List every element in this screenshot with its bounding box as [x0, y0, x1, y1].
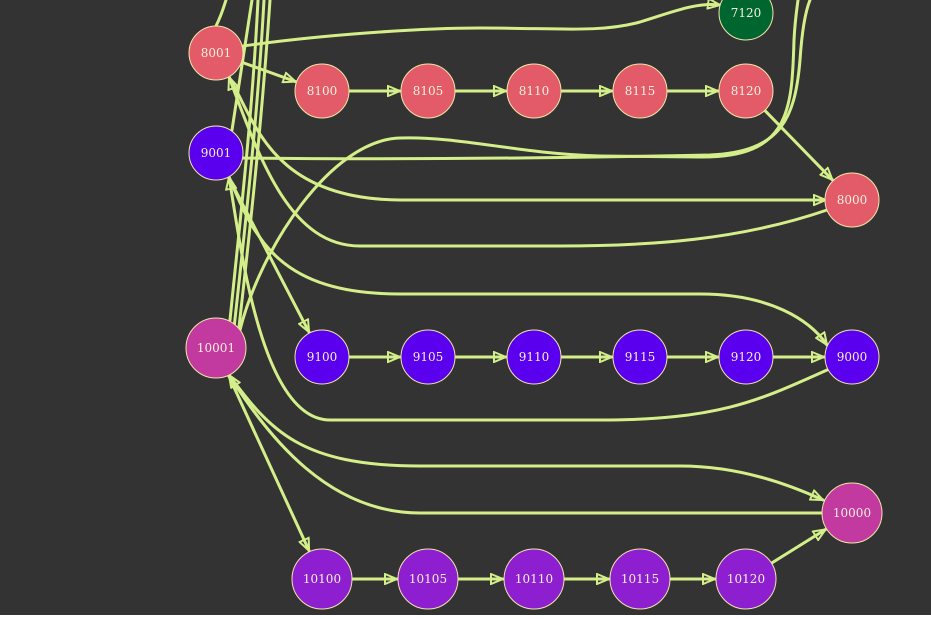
node-circle: [718, 63, 774, 119]
edge-offscreen-1: [214, 0, 228, 28]
node-label: 8110: [519, 84, 550, 98]
node-circle: [612, 63, 668, 119]
edge-8001-to-8000: [227, 75, 828, 200]
node-label: 9110: [519, 350, 550, 364]
node-circle: [824, 172, 880, 228]
node-8120: 8120: [718, 63, 774, 119]
node-label: 10000: [833, 506, 871, 520]
node-10105: 10105: [397, 548, 459, 610]
edge-offscreen-5: [236, 0, 272, 338]
edge-10120-to-10000: [770, 527, 826, 565]
node-10115: 10115: [609, 548, 671, 610]
node-circle: [612, 329, 668, 385]
node-label: 7120: [731, 6, 762, 20]
node-circle: [185, 317, 247, 379]
edge-10000-to-10001: [227, 375, 825, 515]
edge-offscreen-2: [230, 0, 254, 132]
node-8001: 8001: [188, 25, 244, 81]
node-9115: 9115: [612, 329, 668, 385]
node-circle: [609, 548, 671, 610]
node-circle: [718, 0, 774, 41]
node-label: 10105: [409, 572, 447, 586]
node-label: 8105: [413, 84, 444, 98]
edge-10001-to-10000: [227, 373, 823, 502]
node-9110: 9110: [506, 329, 562, 385]
edge-layer: [214, 0, 833, 579]
node-9120: 9120: [718, 329, 774, 385]
node-label: 8000: [837, 193, 868, 207]
node-label: 10001: [197, 341, 235, 355]
node-label: 9105: [413, 350, 444, 364]
edge-10001-to-10100: [227, 373, 311, 551]
node-9105: 9105: [400, 329, 456, 385]
node-circle: [291, 548, 353, 610]
edge-9001-to-9000: [227, 175, 829, 345]
edge-8001-to-8100: [239, 60, 295, 82]
node-circle: [294, 329, 350, 385]
node-8105: 8105: [400, 63, 456, 119]
node-label: 8120: [731, 84, 762, 98]
node-circle: [294, 63, 350, 119]
node-circle: [718, 329, 774, 385]
node-circle: [188, 125, 244, 181]
node-circle: [506, 63, 562, 119]
node-circle: [821, 482, 883, 544]
node-8115: 8115: [612, 63, 668, 119]
node-circle: [188, 25, 244, 81]
edge-offscreen-7: [238, 0, 800, 332]
node-10100: 10100: [291, 548, 353, 610]
node-10001: 10001: [185, 317, 247, 379]
node-label: 8001: [201, 46, 232, 60]
node-circle: [397, 548, 459, 610]
edge-9000-to-9001: [229, 177, 829, 422]
node-label: 10110: [515, 572, 553, 586]
node-circle: [506, 329, 562, 385]
node-circle: [400, 329, 456, 385]
node-circle: [400, 63, 456, 119]
node-layer: 7120 8001 8100 8105 8110 8115 8120 8000 9001 9100…: [185, 0, 883, 610]
node-label: 8100: [307, 84, 338, 98]
node-9100: 9100: [294, 329, 350, 385]
node-10110: 10110: [503, 548, 565, 610]
node-label: 10100: [303, 572, 341, 586]
node-label: 8115: [625, 84, 656, 98]
node-8000: 8000: [824, 172, 880, 228]
node-10120: 10120: [715, 548, 777, 610]
node-label: 9000: [837, 350, 868, 364]
node-8100: 8100: [294, 63, 350, 119]
node-9000: 9000: [824, 329, 880, 385]
edge-8000-to-8001: [229, 77, 829, 248]
node-9001: 9001: [188, 125, 244, 181]
node-label: 9120: [731, 350, 762, 364]
node-circle: [503, 548, 565, 610]
node-circle: [715, 548, 777, 610]
node-7120: 7120: [718, 0, 774, 41]
node-label: 9100: [307, 350, 338, 364]
edge-8001-to-7120: [241, 4, 720, 48]
edge-8120-to-8000: [763, 108, 833, 179]
node-label: 9001: [201, 146, 232, 160]
node-label: 10115: [621, 572, 659, 586]
node-label: 9115: [625, 350, 656, 364]
node-label: 10120: [727, 572, 765, 586]
node-8110: 8110: [506, 63, 562, 119]
node-circle: [824, 329, 880, 385]
edge-offscreen-6: [240, 0, 812, 161]
node-10000: 10000: [821, 482, 883, 544]
